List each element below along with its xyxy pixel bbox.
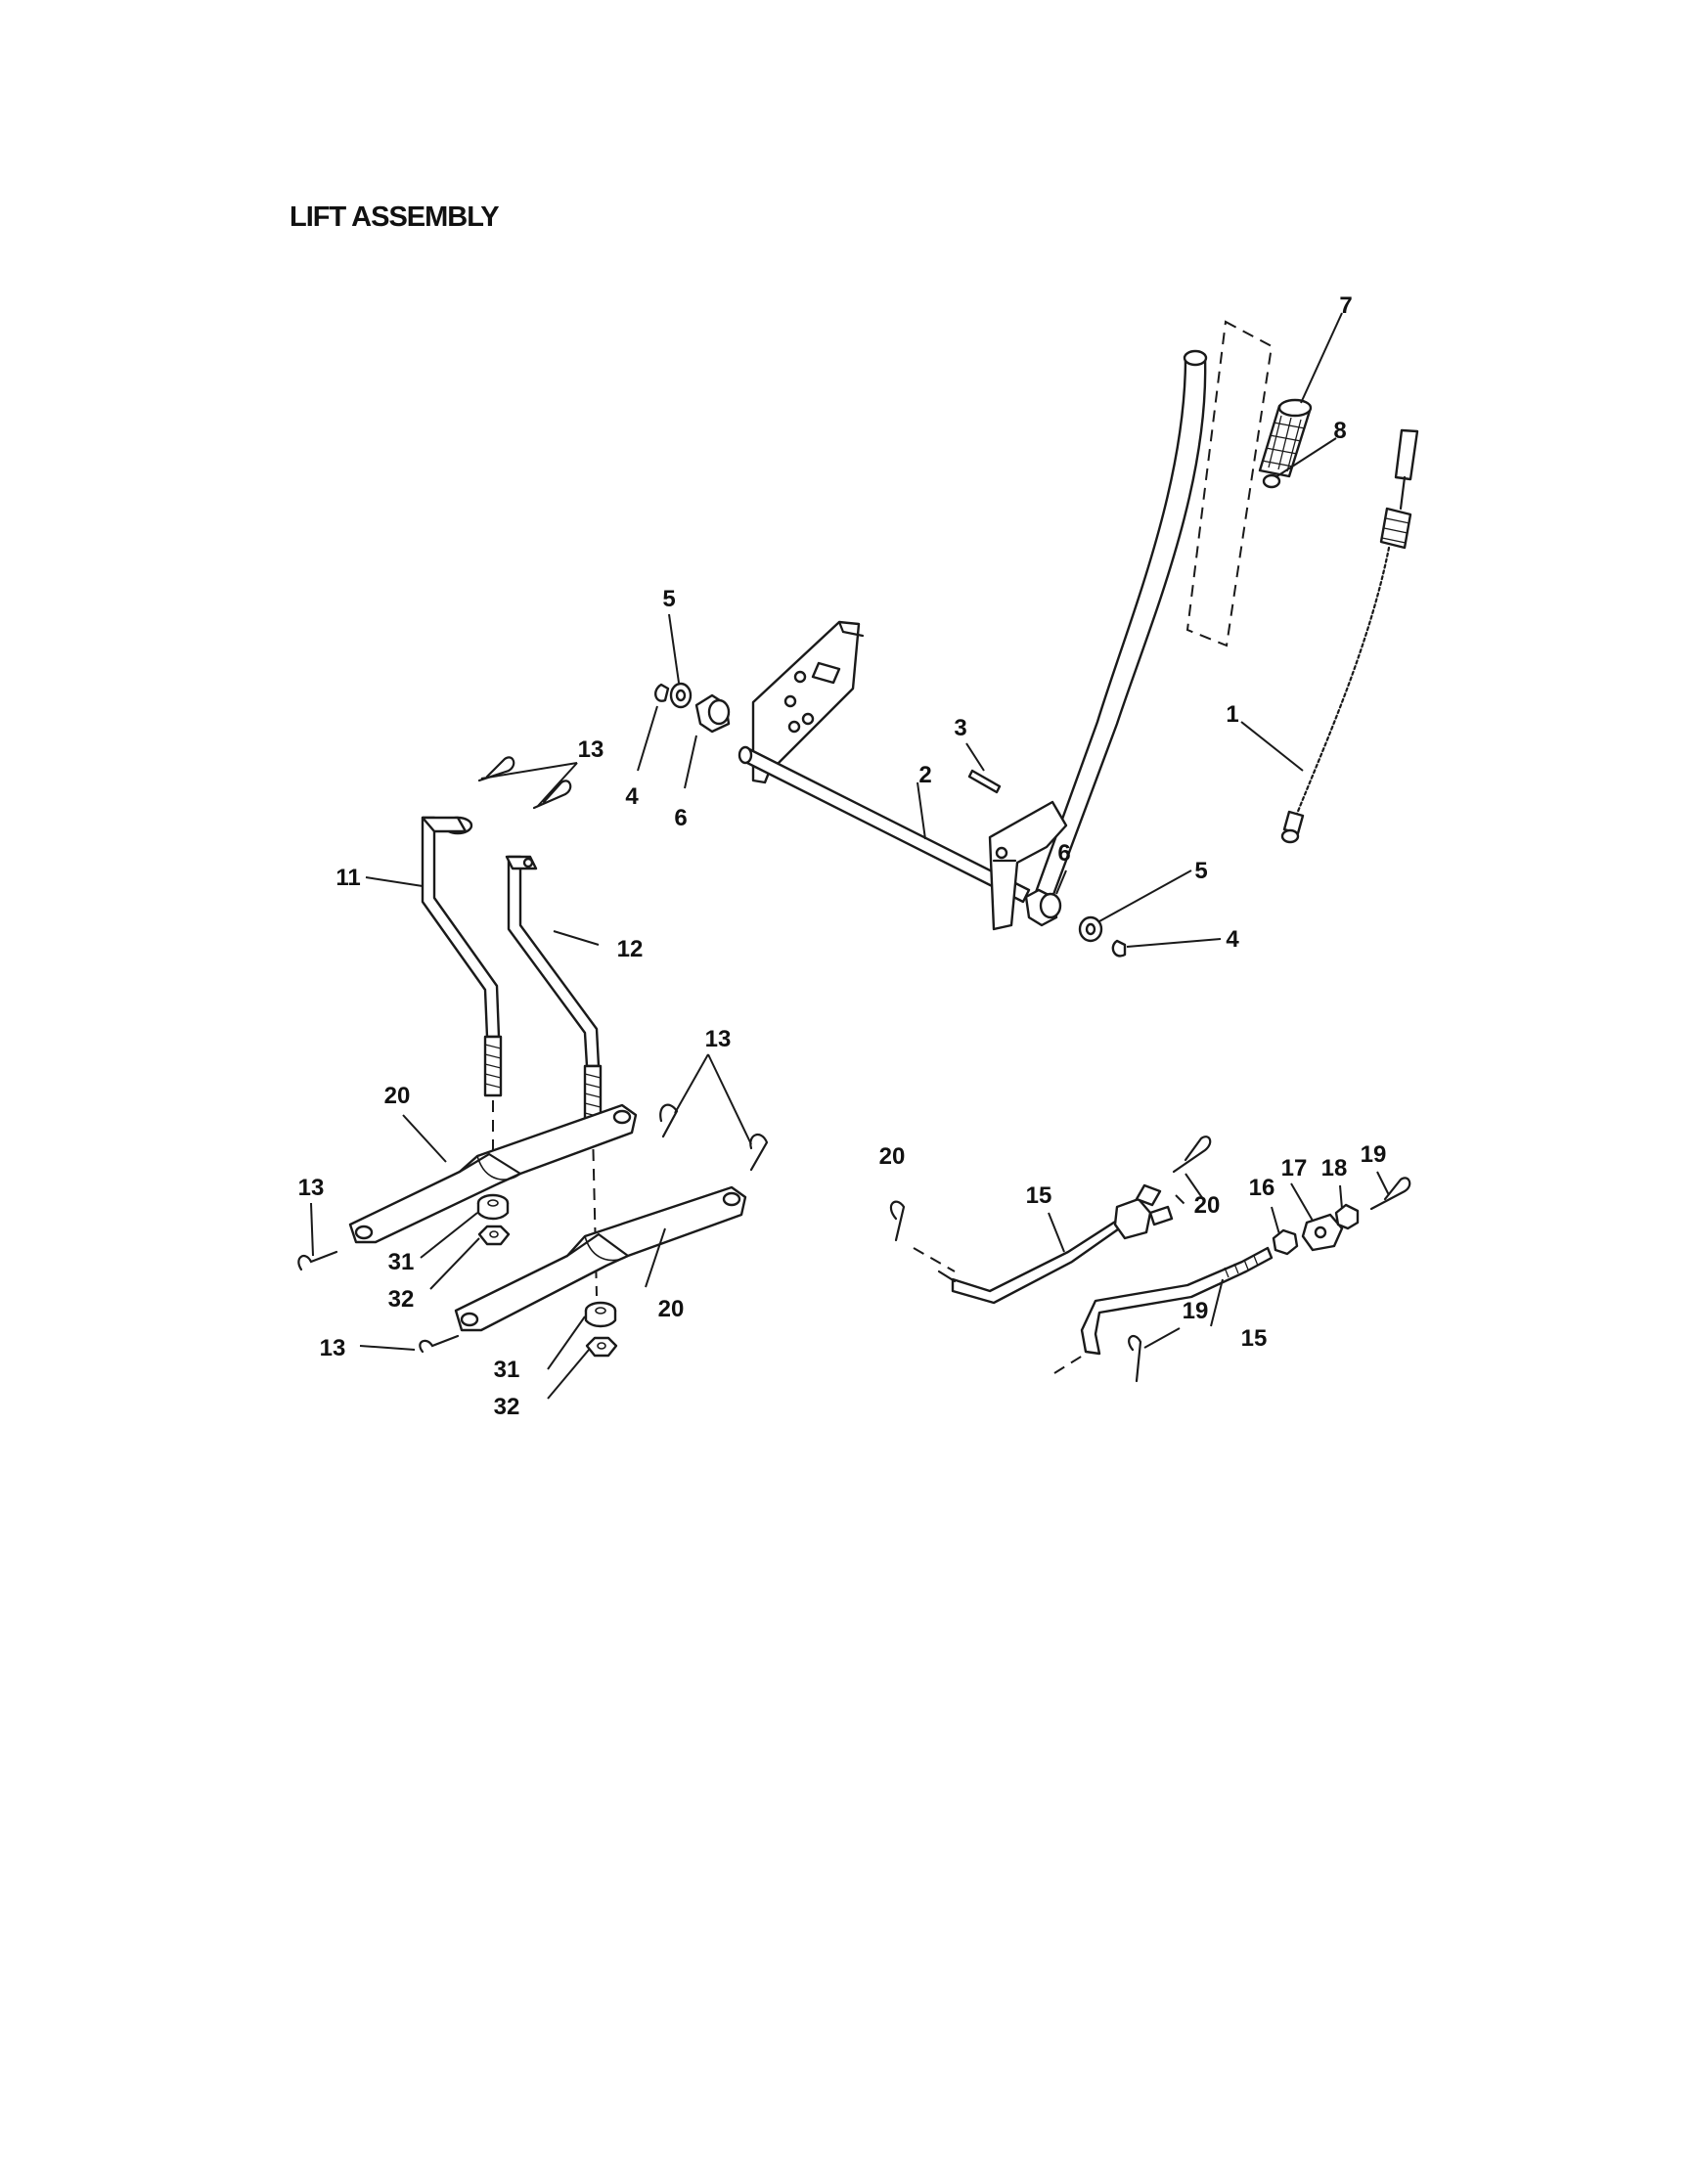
hairpin-clip-13-d [749, 1133, 769, 1172]
callout-label: 20 [384, 1083, 411, 1109]
callout-label: 15 [1026, 1182, 1052, 1209]
callout-label: 13 [298, 1175, 325, 1201]
right-e-clip [1111, 939, 1127, 958]
adjustment-rod-lower [1080, 1246, 1274, 1356]
callout-label: 20 [658, 1296, 685, 1322]
roll-pin [967, 769, 1002, 794]
callout-label: 31 [388, 1249, 415, 1275]
spacer-lower [584, 1301, 617, 1328]
callout-label: 20 [879, 1143, 906, 1170]
callout-label: 20 [1194, 1192, 1221, 1219]
left-washer [669, 682, 693, 709]
spacer-upper [476, 1193, 510, 1221]
mounting-plate [751, 620, 865, 784]
callout-label: 12 [617, 936, 644, 962]
lever-extension-outline [1185, 320, 1274, 647]
callout-label: 3 [954, 715, 966, 741]
lift-link-right [505, 855, 603, 1127]
nut-upper [477, 1225, 511, 1246]
trunnion-block [1113, 1183, 1174, 1240]
lift-shaft [738, 745, 1031, 904]
hairpin-clip-20-a [889, 1200, 906, 1242]
handle-grip [1258, 398, 1313, 478]
callout-label: 5 [662, 586, 675, 612]
callout-label: 4 [625, 783, 639, 810]
lift-arm-lower [454, 1185, 747, 1332]
callout-label: 6 [674, 805, 687, 831]
callout-label: 5 [1194, 858, 1207, 884]
callout-label: 31 [494, 1357, 520, 1383]
callout-label: 6 [1057, 840, 1070, 867]
callout-label: 11 [335, 865, 360, 891]
lift-arm-upper [348, 1103, 638, 1244]
callout-labels: 7 8 1 2 3 5 4 6 5 6 4 13 11 12 13 20 13 … [298, 292, 1387, 1420]
hairpin-clip-20-b [1172, 1136, 1212, 1174]
lift-link-left [421, 816, 503, 1097]
hairpin-clip-13-b [532, 780, 572, 810]
callout-label: 32 [388, 1286, 415, 1313]
hairpin-clip-20-d [1128, 1335, 1142, 1383]
callout-label: 18 [1321, 1155, 1348, 1181]
nut-lower [585, 1336, 618, 1358]
callout-label: 19 [1183, 1298, 1209, 1324]
callout-label: 8 [1333, 418, 1346, 444]
hairpin-clip-13-c [659, 1103, 679, 1138]
hairpin-clip-20-c [1369, 1177, 1411, 1211]
callout-label: 2 [918, 762, 931, 788]
callout-label: 4 [1226, 926, 1239, 953]
grip-ring [1262, 473, 1281, 489]
callout-label: 32 [494, 1394, 520, 1420]
alignment-line-rod-upper [913, 1247, 956, 1272]
left-bushing [694, 693, 731, 734]
hex-nut-16 [1272, 1228, 1299, 1256]
callout-label: 13 [320, 1335, 346, 1361]
callout-label: 13 [705, 1026, 732, 1052]
callout-label: 13 [578, 736, 604, 763]
hairpin-clip-13-f [419, 1334, 460, 1354]
callout-label: 19 [1361, 1141, 1387, 1168]
swivel-block-17 [1301, 1213, 1344, 1252]
callout-label: 1 [1226, 701, 1238, 728]
alignment-line-rod-lower [1053, 1353, 1087, 1374]
right-bushing [1024, 888, 1062, 927]
lift-cable [1280, 428, 1419, 844]
left-e-clip [654, 683, 670, 702]
leader-lines [310, 312, 1390, 1400]
hairpin-clip-13-e [297, 1250, 338, 1271]
right-washer [1078, 915, 1103, 943]
hairpin-clip-13-a [477, 756, 515, 782]
lever-bracket [988, 800, 1068, 931]
callout-label: 16 [1249, 1175, 1275, 1201]
callout-label: 17 [1281, 1155, 1308, 1181]
nut-18 [1334, 1203, 1360, 1230]
callout-label: 15 [1241, 1325, 1268, 1352]
page-title: LIFT ASSEMBLY [290, 201, 500, 233]
callout-label: 7 [1339, 292, 1352, 319]
alignment-line-trunnion [1175, 1194, 1186, 1206]
adjustment-rod-upper [937, 1215, 1127, 1305]
